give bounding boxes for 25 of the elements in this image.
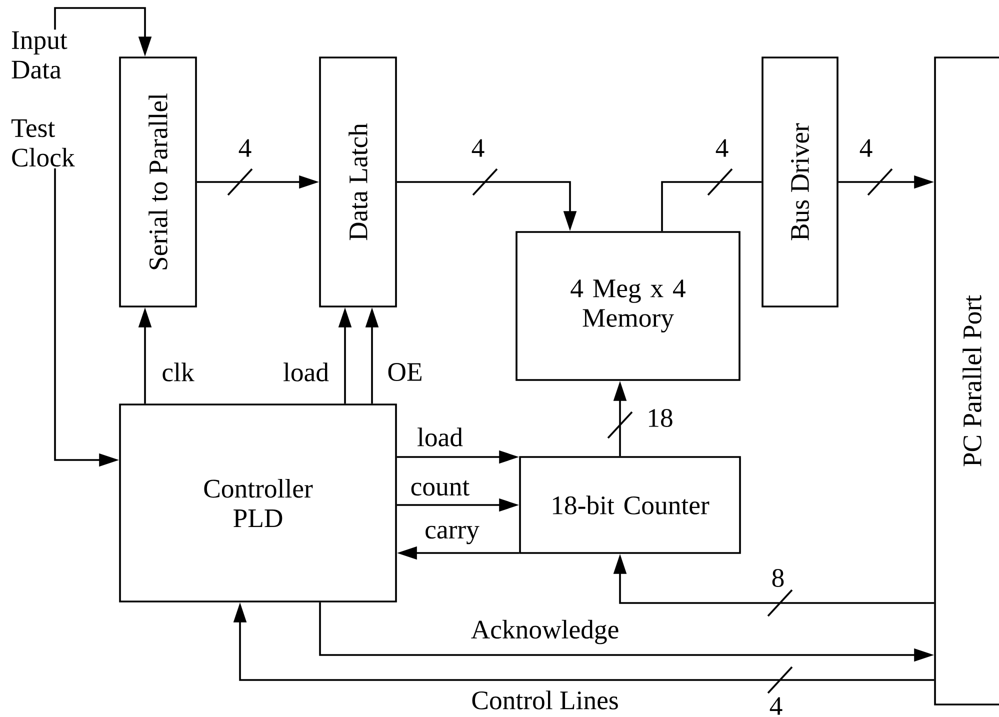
block-box: Controller PLD <box>119 404 397 602</box>
edge-label: load <box>282 361 330 383</box>
signal-label: Input Data <box>12 31 68 79</box>
edge-label: clk <box>160 361 196 383</box>
edge-label: carry <box>423 524 481 546</box>
block-box: 4 Meg x 4 Memory <box>516 231 740 381</box>
edge-label: Acknowledge <box>469 618 621 646</box>
edge-label: count <box>408 478 472 498</box>
block-box: PC Parallel Port <box>934 56 999 706</box>
bus-width-label: 4 <box>472 139 484 157</box>
signal-label: Test Clock <box>11 119 75 167</box>
bus-width-label: 4 <box>860 139 872 157</box>
edge-label: Control Lines <box>470 689 620 711</box>
bus-width-label: 4 <box>716 139 728 157</box>
bus-width-label: 8 <box>772 569 784 588</box>
block-box: 18-bit Counter <box>519 456 741 554</box>
bus-width-label: 4 <box>238 139 252 157</box>
bus-width-label: 4 <box>770 697 782 715</box>
edge-label: OE <box>386 362 424 382</box>
block-box: Bus Driver <box>762 56 838 308</box>
block-box: Serial to Parallel <box>119 56 197 308</box>
edge-label: load <box>416 426 464 448</box>
block-box: Data Latch <box>319 56 397 308</box>
bus-width-label: 18 <box>649 409 672 428</box>
connector-line <box>661 181 762 232</box>
